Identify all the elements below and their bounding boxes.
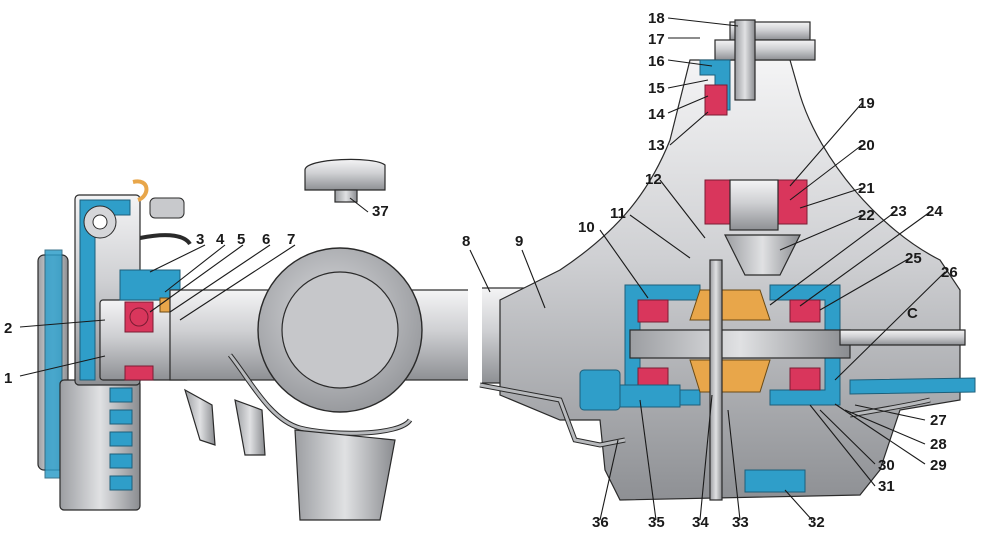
callout-24: 24	[926, 203, 943, 220]
filler-plug	[304, 158, 386, 203]
callout-18: 18	[648, 10, 665, 27]
callout-15: 15	[648, 80, 665, 97]
callout-11: 11	[610, 205, 626, 222]
callout-30: 30	[878, 457, 895, 474]
callout-3: 3	[196, 231, 204, 248]
callout-12: 12	[645, 171, 662, 188]
callout-17: 17	[648, 31, 665, 48]
callout-21: 21	[858, 180, 875, 197]
callout-16: 16	[648, 53, 665, 70]
callout-33: 33	[732, 514, 749, 531]
callout-22: 22	[858, 207, 875, 224]
callout-32: 32	[808, 514, 825, 531]
callout-31: 31	[878, 478, 895, 495]
callout-6: 6	[262, 231, 270, 248]
leader-lines	[19, 17, 946, 521]
callout-28: 28	[930, 436, 947, 453]
callout-numbers: 1 2 3 4 5 6 7 8 9 10 11 12 13 14 15 16 1…	[4, 10, 958, 531]
callout-29: 29	[930, 457, 947, 474]
callout-8: 8	[462, 233, 470, 250]
callout-4: 4	[216, 231, 225, 248]
drum-ribs	[109, 387, 133, 491]
callout-37: 37	[372, 203, 389, 220]
callout-13: 13	[648, 137, 665, 154]
callout-10: 10	[578, 219, 595, 236]
callout-34: 34	[692, 514, 709, 531]
callout-26: 26	[941, 264, 958, 281]
callout-36: 36	[592, 514, 609, 531]
callout-20: 20	[858, 137, 875, 154]
differential-carrier	[479, 19, 976, 501]
callout-5: 5	[237, 231, 245, 248]
callout-9: 9	[515, 233, 523, 250]
callout-14: 14	[648, 106, 665, 123]
callout-19: 19	[858, 95, 875, 112]
callout-1: 1	[4, 370, 12, 387]
section-letter: C	[907, 305, 918, 322]
callout-7: 7	[287, 231, 295, 248]
callout-25: 25	[905, 250, 922, 267]
callout-23: 23	[890, 203, 907, 220]
callout-35: 35	[648, 514, 665, 531]
callout-27: 27	[930, 412, 947, 429]
brake-drum-assembly	[37, 179, 192, 511]
callout-2: 2	[4, 320, 12, 337]
